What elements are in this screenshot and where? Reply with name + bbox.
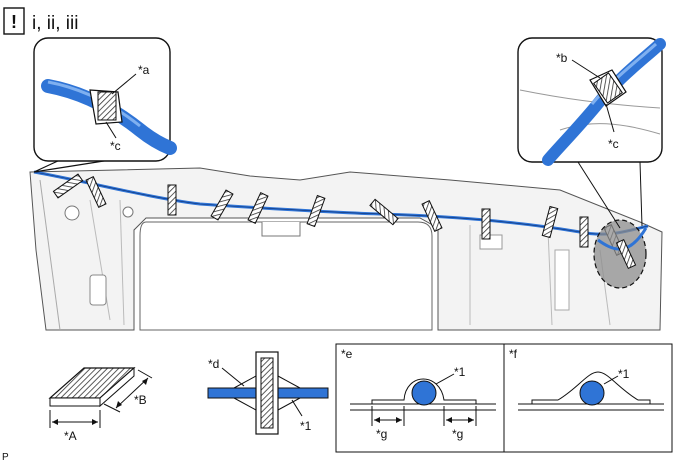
legend-wrap: *d *1 <box>207 351 329 435</box>
tape <box>593 72 623 104</box>
dimension-a-label: *A <box>64 429 77 443</box>
sunroof-opening <box>139 221 433 331</box>
roof-bracket <box>89 274 107 306</box>
roof-edge-line <box>519 89 661 109</box>
roof-rib <box>89 199 111 321</box>
leader-line <box>221 367 245 387</box>
harness-label: *1 <box>454 365 466 379</box>
dimension-line <box>115 377 149 409</box>
leader-line <box>291 399 303 417</box>
callout-left: *a *c <box>33 37 177 173</box>
callout-harness <box>542 38 666 166</box>
tape <box>167 184 177 216</box>
legend-panel-e: *e *1 *g *g <box>335 343 505 453</box>
dimension-arrow <box>116 378 148 408</box>
harness-label: *1 <box>300 419 312 433</box>
roof-bracket <box>554 249 570 311</box>
tape <box>481 208 491 240</box>
roof-rib <box>547 229 553 326</box>
tape-label: *a <box>138 63 150 77</box>
grommet <box>64 205 80 221</box>
leader-line <box>111 73 137 95</box>
harness-section <box>411 380 437 406</box>
leader-line <box>435 373 455 385</box>
caution-icon: ! <box>11 12 17 32</box>
tape <box>369 198 399 226</box>
tape-sample-edge <box>49 397 101 407</box>
harness-section <box>579 380 605 406</box>
tape <box>615 238 637 270</box>
panel-label: *e <box>341 347 353 361</box>
tape <box>210 189 234 221</box>
dimension-b-label: *B <box>134 393 147 407</box>
sunroof-tab <box>261 222 301 237</box>
corner-code: P <box>2 452 9 463</box>
harness-tapes <box>52 173 625 256</box>
gap-left-label: *g <box>376 427 387 441</box>
callout-harness <box>41 79 177 155</box>
roof-outline <box>29 167 663 331</box>
clamp-label: *c <box>608 137 619 151</box>
legend-tape-dimensions: *A *B <box>48 366 153 443</box>
detail-area-highlight <box>593 219 647 289</box>
wrap-tape-inner <box>260 357 274 429</box>
dimension-arrow <box>446 417 474 423</box>
tape <box>52 173 84 199</box>
leader-line <box>105 121 117 139</box>
callout-pointer <box>639 161 643 227</box>
roof-rib <box>39 179 61 331</box>
tape <box>306 194 326 228</box>
tape-label: *b <box>556 51 568 65</box>
roof-headliner <box>29 167 663 331</box>
tape <box>579 216 589 248</box>
callout-harness-highlight <box>590 42 658 105</box>
grommet <box>122 206 134 218</box>
tape <box>97 91 117 121</box>
dimension-line <box>103 403 121 413</box>
roof-rib <box>119 199 125 326</box>
leader-line <box>603 375 619 385</box>
step-numbers: i, ii, iii <box>32 13 78 34</box>
header: ! i, ii, iii <box>3 7 78 35</box>
tape <box>247 192 269 224</box>
gap-right-label: *g <box>452 427 463 441</box>
tape-sample-edge <box>99 366 135 408</box>
tape <box>541 205 559 239</box>
dimension-arrow <box>374 417 402 423</box>
wrap-label: *d <box>208 357 219 371</box>
callout-pointer <box>577 161 621 229</box>
clamp-label: *c <box>110 139 121 153</box>
harness-label: *1 <box>618 367 630 381</box>
leader-line <box>571 59 601 79</box>
caution-box <box>3 7 25 35</box>
legend-panel-f: *f *1 <box>503 343 673 453</box>
dimension-line <box>137 369 153 379</box>
tape <box>85 176 107 208</box>
panel-label: *f <box>509 347 518 361</box>
leader-line <box>605 103 615 133</box>
callout-pointer <box>33 159 111 173</box>
callout-right: *b *c <box>517 37 666 229</box>
tape <box>421 200 443 232</box>
